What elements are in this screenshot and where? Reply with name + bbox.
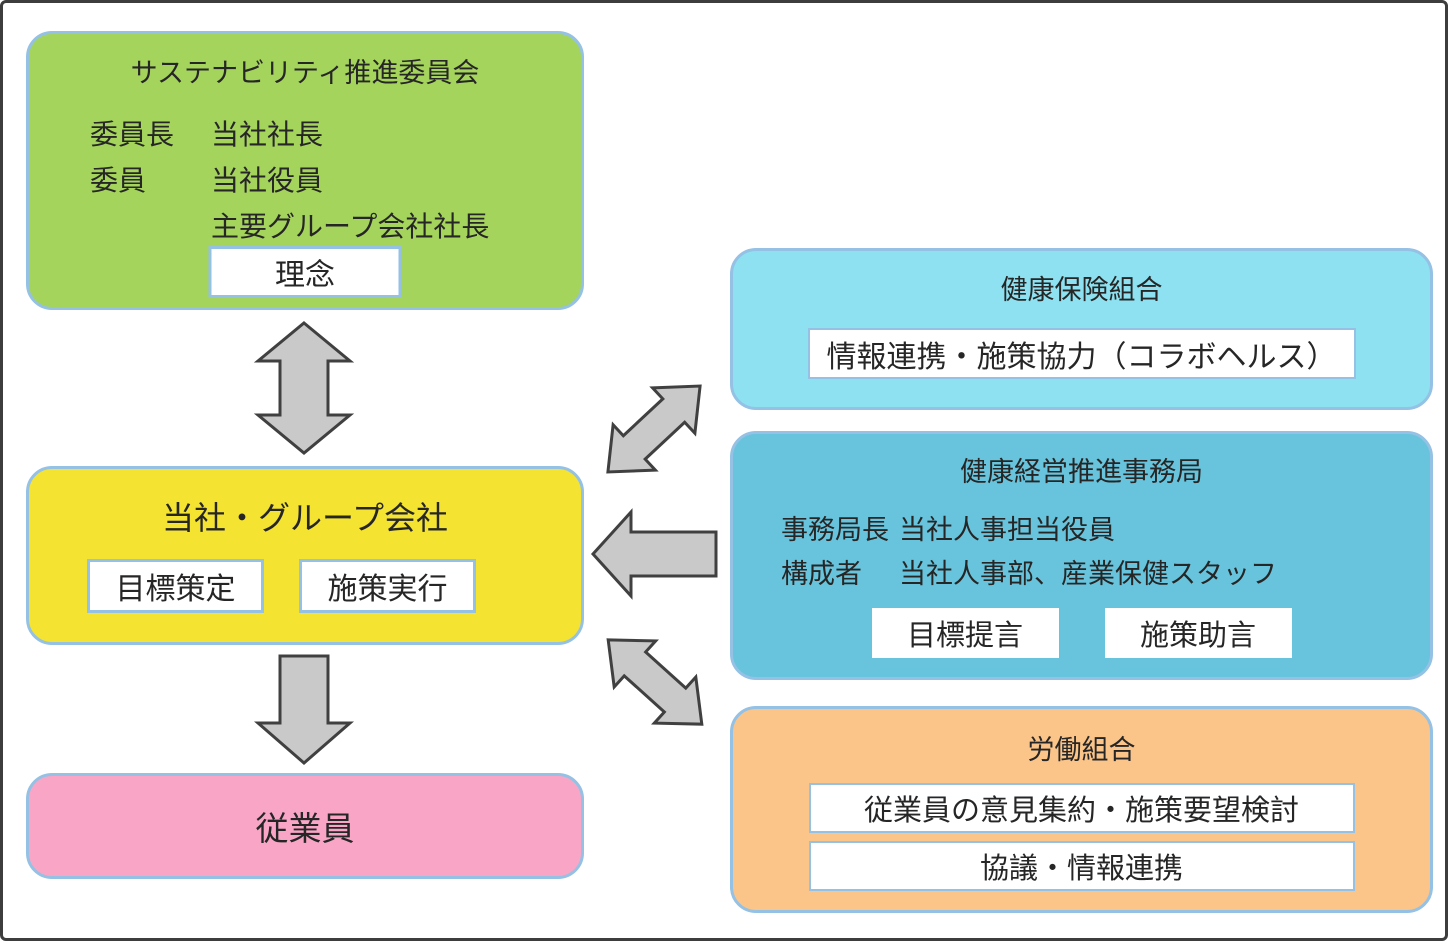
collabo-health-badge: 情報連携・施策協力（コラボヘルス） [807,328,1356,379]
member-row: 主要グループ会社社長 [90,202,581,248]
goal-proposal-badge: 目標提言 [871,608,1059,658]
member-name: 当社人事部、産業保健スタッフ [899,558,1277,589]
member-row: 委員長 当社社長 [90,110,581,156]
arrow-office-company [590,508,718,600]
node-sustainability-committee: サステナビリティ推進委員会 委員長 当社社長 委員 当社役員 主要グループ会社社… [26,31,584,310]
member-role: 事務局長 [781,514,889,545]
arrow-company-employees [253,654,355,765]
member-role: 構成者 [781,558,862,589]
sustainability-committee-title: サステナビリティ推進委員会 [130,58,480,88]
node-promotion-office: 健康経営推進事務局 事務局長 当社人事担当役員 構成者 当社人事部、産業保健スタ… [730,431,1433,680]
sustainability-committee-members: 委員長 当社社長 委員 当社役員 主要グループ会社社長 [90,110,581,248]
promotion-office-members: 事務局長 当社人事担当役員 構成者 当社人事部、産業保健スタッフ [781,505,1430,593]
node-labor-union: 労働組合 従業員の意見集約・施策要望検討 協議・情報連携 [730,706,1433,913]
measure-advice-badge: 施策助言 [1104,608,1292,658]
promotion-office-actions: 目標提言 施策助言 [733,608,1430,658]
arrow-layer [253,321,718,765]
arrow-company-union [606,638,704,726]
opinion-gathering-badge: 従業員の意見集約・施策要望検討 [808,783,1355,833]
member-name: 当社社長 [211,119,324,150]
consultation-badge: 協議・情報連携 [808,841,1355,891]
member-name: 当社人事担当役員 [899,514,1115,545]
measure-execution-badge: 施策実行 [299,559,476,613]
company-group-title: 当社・グループ会社 [161,500,449,536]
company-group-actions: 目標策定 施策実行 [87,559,476,613]
labor-union-actions: 従業員の意見集約・施策要望検討 協議・情報連携 [808,783,1355,891]
labor-union-title: 労働組合 [1027,735,1136,765]
member-role: 委員 [90,165,147,196]
member-row: 構成者 当社人事部、産業保健スタッフ [781,549,1430,593]
node-company-group: 当社・グループ会社 目標策定 施策実行 [26,466,584,645]
member-row: 事務局長 当社人事担当役員 [781,505,1430,549]
goal-setting-badge: 目標策定 [87,559,264,613]
member-role: 委員長 [90,119,175,150]
health-insurance-title: 健康保険組合 [1000,275,1163,305]
node-health-insurance: 健康保険組合 情報連携・施策協力（コラボヘルス） [730,248,1433,410]
arrow-committee-company [253,321,355,455]
arrow-company-insurance [606,384,702,474]
node-employees: 従業員 [26,773,584,879]
employees-title: 従業員 [255,810,355,847]
member-name: 当社役員 [211,165,324,196]
promotion-office-title: 健康経営推進事務局 [960,457,1203,487]
member-name: 主要グループ会社社長 [211,211,490,242]
philosophy-badge: 理念 [208,246,402,298]
member-row: 委員 当社役員 [90,156,581,202]
